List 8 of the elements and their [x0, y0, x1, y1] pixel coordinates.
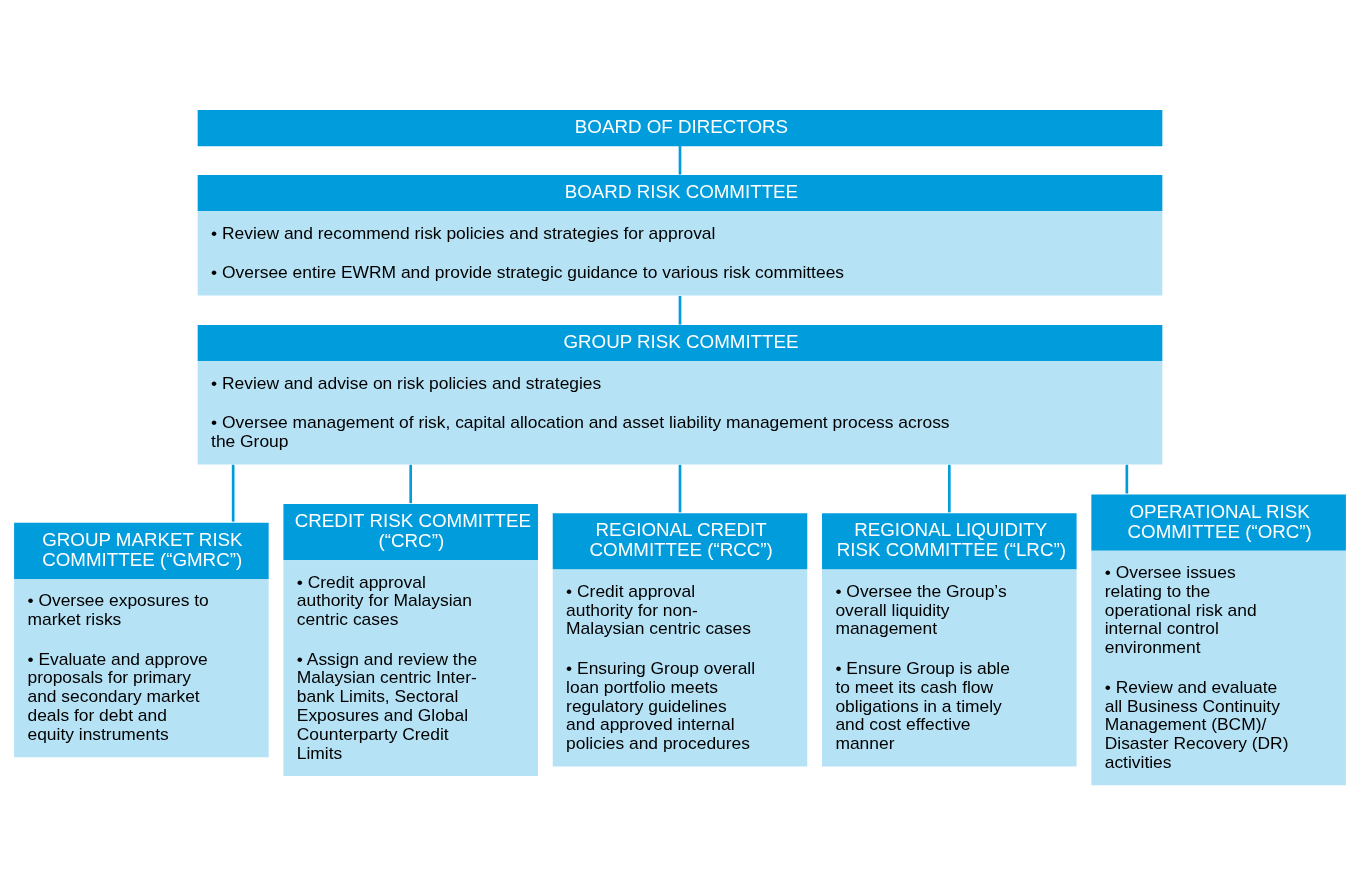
connector — [678, 296, 682, 325]
connector — [1125, 464, 1129, 494]
connector — [678, 145, 682, 175]
connector — [678, 464, 682, 513]
connector — [409, 464, 413, 504]
connector — [231, 464, 235, 522]
node-box: BOARD OF DIRECTORS — [197, 110, 1163, 147]
connector — [947, 464, 951, 513]
